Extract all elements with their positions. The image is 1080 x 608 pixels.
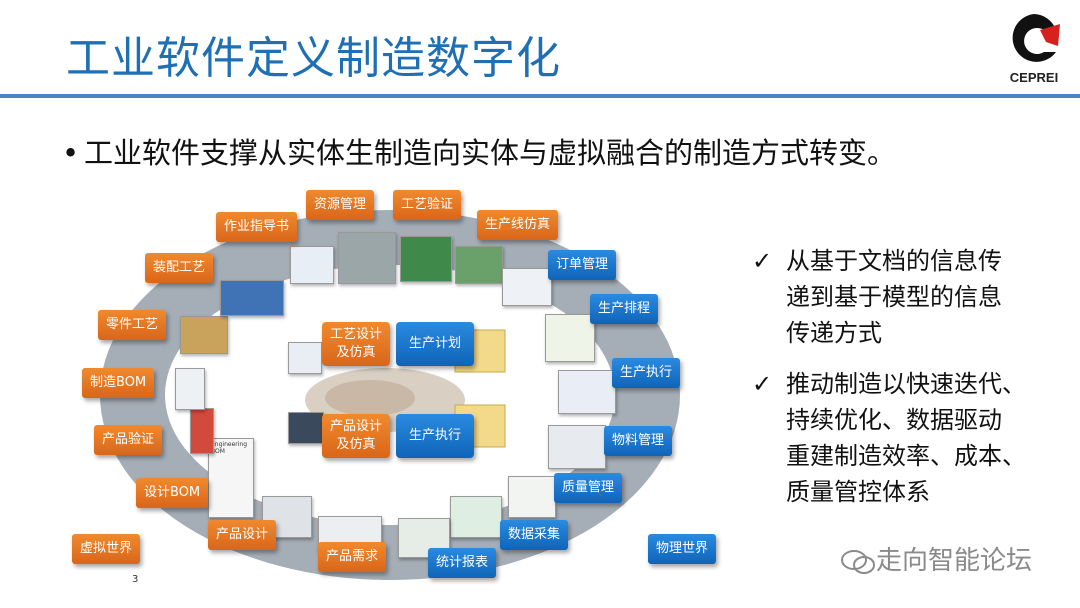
wechat-icon xyxy=(841,549,875,574)
bom-label: Engineering BOM xyxy=(211,441,247,455)
tag-manufacturing-bom: 制造BOM xyxy=(82,368,155,398)
watermark-text: 走向智能论坛 xyxy=(876,546,1033,576)
tag-statistical-report: 统计报表 xyxy=(428,548,497,578)
software-screenshot xyxy=(288,342,322,374)
software-screenshot xyxy=(175,368,205,410)
check-line: 传递方式 xyxy=(786,319,882,347)
software-screenshot xyxy=(455,246,503,284)
engineering-bom-screenshot: Engineering BOM xyxy=(208,438,254,518)
check-line: 推动制造以快速迭代、 xyxy=(786,370,1026,398)
tag-assembly-process: 装配工艺 xyxy=(145,253,214,283)
software-screenshot xyxy=(548,425,606,469)
tag-order-management: 订单管理 xyxy=(548,250,617,280)
check-item-1: ✓ 从基于文档的信息传 递到基于模型的信息 传递方式 xyxy=(752,243,1002,351)
tag-resource-management: 资源管理 xyxy=(306,190,375,220)
software-screenshot xyxy=(545,314,595,362)
tag-virtual-world: 虚拟世界 xyxy=(72,534,141,564)
main-bullet: •工业软件支撑从实体生制造向实体与虚拟融合的制造方式转变。 xyxy=(62,136,897,170)
tag-product-requirement: 产品需求 xyxy=(318,542,387,572)
title-divider xyxy=(0,94,1080,98)
software-screenshot xyxy=(558,370,616,414)
tag-product-verification: 产品验证 xyxy=(94,425,163,455)
tag-line-simulation: 生产线仿真 xyxy=(477,210,559,240)
tag-data-collection: 数据采集 xyxy=(500,520,569,550)
tag-production-scheduling: 生产排程 xyxy=(590,294,659,324)
center-tag-product-design: 产品设计 及仿真 xyxy=(322,414,390,458)
watermark: 走向智能论坛 xyxy=(840,540,1032,577)
software-screenshot xyxy=(338,232,396,284)
slide-title: 工业软件定义制造数字化 xyxy=(66,33,561,84)
checkmark-icon: ✓ xyxy=(752,247,773,275)
check-line: 重建制造效率、成本、 xyxy=(786,442,1026,470)
software-screenshot xyxy=(290,246,334,284)
tag-material-management: 物料管理 xyxy=(604,426,673,456)
software-screenshot xyxy=(400,236,452,282)
checkmark-icon: ✓ xyxy=(752,370,773,398)
check-item-2: ✓ 推动制造以快速迭代、 持续优化、数据驱动 重建制造效率、成本、 质量管控体系 xyxy=(752,366,1026,510)
check-line: 质量管控体系 xyxy=(786,478,930,506)
tag-design-bom: 设计BOM xyxy=(136,478,209,508)
center-tag-production-plan: 生产计划 xyxy=(396,322,474,366)
ceprei-logo-icon xyxy=(1012,14,1060,62)
software-screenshot xyxy=(450,496,502,538)
tag-production-execution: 生产执行 xyxy=(612,358,681,388)
tag-physical-world: 物理世界 xyxy=(648,534,717,564)
tag-work-instruction: 作业指导书 xyxy=(216,212,298,242)
center-tag-process-design: 工艺设计 及仿真 xyxy=(322,322,390,366)
page-number: 3 xyxy=(132,574,139,585)
software-screenshot xyxy=(508,476,556,518)
software-screenshot xyxy=(502,268,552,306)
tag-part-process: 零件工艺 xyxy=(98,310,167,340)
check-line: 递到基于模型的信息 xyxy=(786,283,1002,311)
software-screenshot xyxy=(288,412,324,444)
center-tag-production-execution: 生产执行 xyxy=(396,414,474,458)
tag-process-verification: 工艺验证 xyxy=(393,190,462,220)
check-line: 从基于文档的信息传 xyxy=(786,247,1002,275)
logo-text: CEPREI xyxy=(1009,70,1059,85)
tag-product-design: 产品设计 xyxy=(208,520,277,550)
software-screenshot xyxy=(180,316,228,354)
software-screenshot xyxy=(220,280,284,316)
main-bullet-text: 工业软件支撑从实体生制造向实体与虚拟融合的制造方式转变。 xyxy=(84,136,897,170)
check-line: 持续优化、数据驱动 xyxy=(786,406,1002,434)
tag-quality-management: 质量管理 xyxy=(554,473,623,503)
software-screenshot xyxy=(190,408,214,454)
